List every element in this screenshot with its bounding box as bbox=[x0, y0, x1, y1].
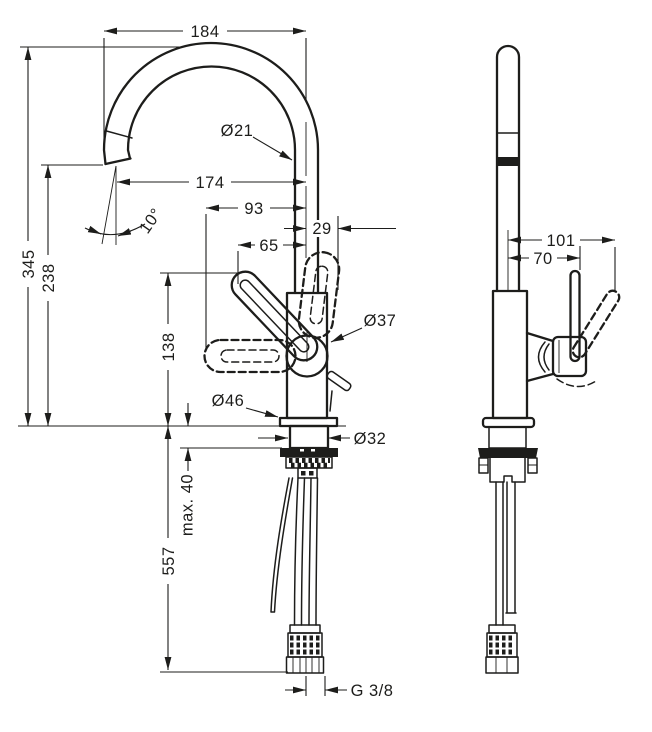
handle-lever-dashed-horizontal-inner bbox=[220, 349, 280, 363]
dim-spout-angle-label: 10° bbox=[136, 205, 166, 237]
side-base-flange bbox=[481, 416, 536, 429]
handle-lever-solid bbox=[230, 270, 319, 362]
side-view-dimensions: 101 70 bbox=[507, 230, 616, 292]
base-flange bbox=[278, 416, 339, 428]
handle-lever-dashed-horizontal bbox=[203, 338, 297, 374]
mounting-shank bbox=[288, 424, 330, 450]
dim-side-total-depth-label: 101 bbox=[546, 232, 575, 250]
tailpiece bbox=[297, 467, 318, 479]
side-handle-cone-fold bbox=[537, 341, 550, 373]
dim-center-offset-label: 29 bbox=[312, 220, 331, 238]
side-mounting-shank bbox=[488, 426, 527, 449]
spout-angle-lines bbox=[101, 165, 117, 245]
dim-top-width-label: 184 bbox=[190, 23, 219, 41]
side-clamp-right bbox=[527, 457, 538, 474]
spout-tip-edge bbox=[104, 157, 132, 166]
side-lever-pin-dashed bbox=[571, 289, 621, 359]
dim-spout-pipe-diameter-label: Ø21 bbox=[221, 122, 254, 140]
side-hose-collar bbox=[488, 624, 516, 634]
spout-outer-contour bbox=[102, 41, 320, 295]
dim-side-lever-depth-label: 70 bbox=[533, 250, 552, 268]
side-seal-washer bbox=[478, 448, 538, 458]
dim-handle-reach-label: 65 bbox=[259, 237, 278, 255]
side-clamp-left bbox=[478, 457, 489, 474]
center-line bbox=[305, 122, 308, 362]
side-handle-cone bbox=[525, 331, 555, 383]
dim-base-flange-diameter-label: Ø46 bbox=[212, 392, 245, 410]
hose-collar bbox=[289, 624, 321, 634]
side-spout-outlet bbox=[497, 157, 519, 166]
dim-handle-swivel-reach-label: 93 bbox=[244, 200, 263, 218]
side-supply-hose bbox=[495, 481, 504, 626]
drain-rod-lever bbox=[326, 370, 352, 392]
handle-lever-dashed-vertical bbox=[297, 251, 341, 339]
dim-shank-diameter-label: Ø32 bbox=[354, 430, 387, 448]
front-view-dimensions: 184 345 238 174 93 29 65 Ø21 bbox=[19, 22, 396, 700]
drain-rod bbox=[329, 390, 333, 412]
side-pop-up-rod bbox=[505, 481, 517, 614]
side-body bbox=[491, 289, 529, 420]
dim-hose-length-label: 557 bbox=[160, 546, 178, 575]
side-mounting-block bbox=[489, 457, 526, 483]
supply-hose-right bbox=[308, 477, 319, 626]
side-lever-pin bbox=[569, 269, 581, 363]
side-view-faucet-outline bbox=[478, 44, 621, 674]
hose-hex-nuts bbox=[285, 656, 325, 674]
dim-max-mounting-thickness-label: max. 40 bbox=[179, 474, 197, 536]
handle-lever-solid-inner bbox=[239, 279, 310, 353]
spout-inner-contour bbox=[126, 65, 297, 295]
dim-handle-height-label: 138 bbox=[160, 332, 178, 361]
seal-washer bbox=[280, 448, 338, 457]
side-handle-swing-arc-dashed bbox=[556, 378, 597, 388]
side-spout-column bbox=[495, 44, 521, 293]
dim-spout-height-label: 238 bbox=[40, 263, 58, 292]
handle-lever-dashed-vertical-inner bbox=[309, 265, 329, 325]
pop-up-rod bbox=[270, 477, 294, 613]
dim-handle-body-diameter-label: Ø37 bbox=[364, 312, 397, 330]
spout-aerator-joint-line bbox=[105, 130, 133, 139]
supply-hose-left bbox=[293, 477, 306, 626]
front-view-handle-lever bbox=[203, 251, 352, 412]
handle-body-diameter-leader bbox=[330, 327, 363, 343]
side-hose-hex-nut bbox=[485, 656, 519, 674]
base-flange-diameter-leader bbox=[245, 407, 279, 418]
spout-pipe-diameter-leader bbox=[252, 136, 293, 161]
dim-spout-reach-label: 174 bbox=[195, 174, 224, 192]
dim-overall-height-label: 345 bbox=[20, 249, 38, 278]
dim-thread-size-label: G 3/8 bbox=[351, 682, 394, 700]
